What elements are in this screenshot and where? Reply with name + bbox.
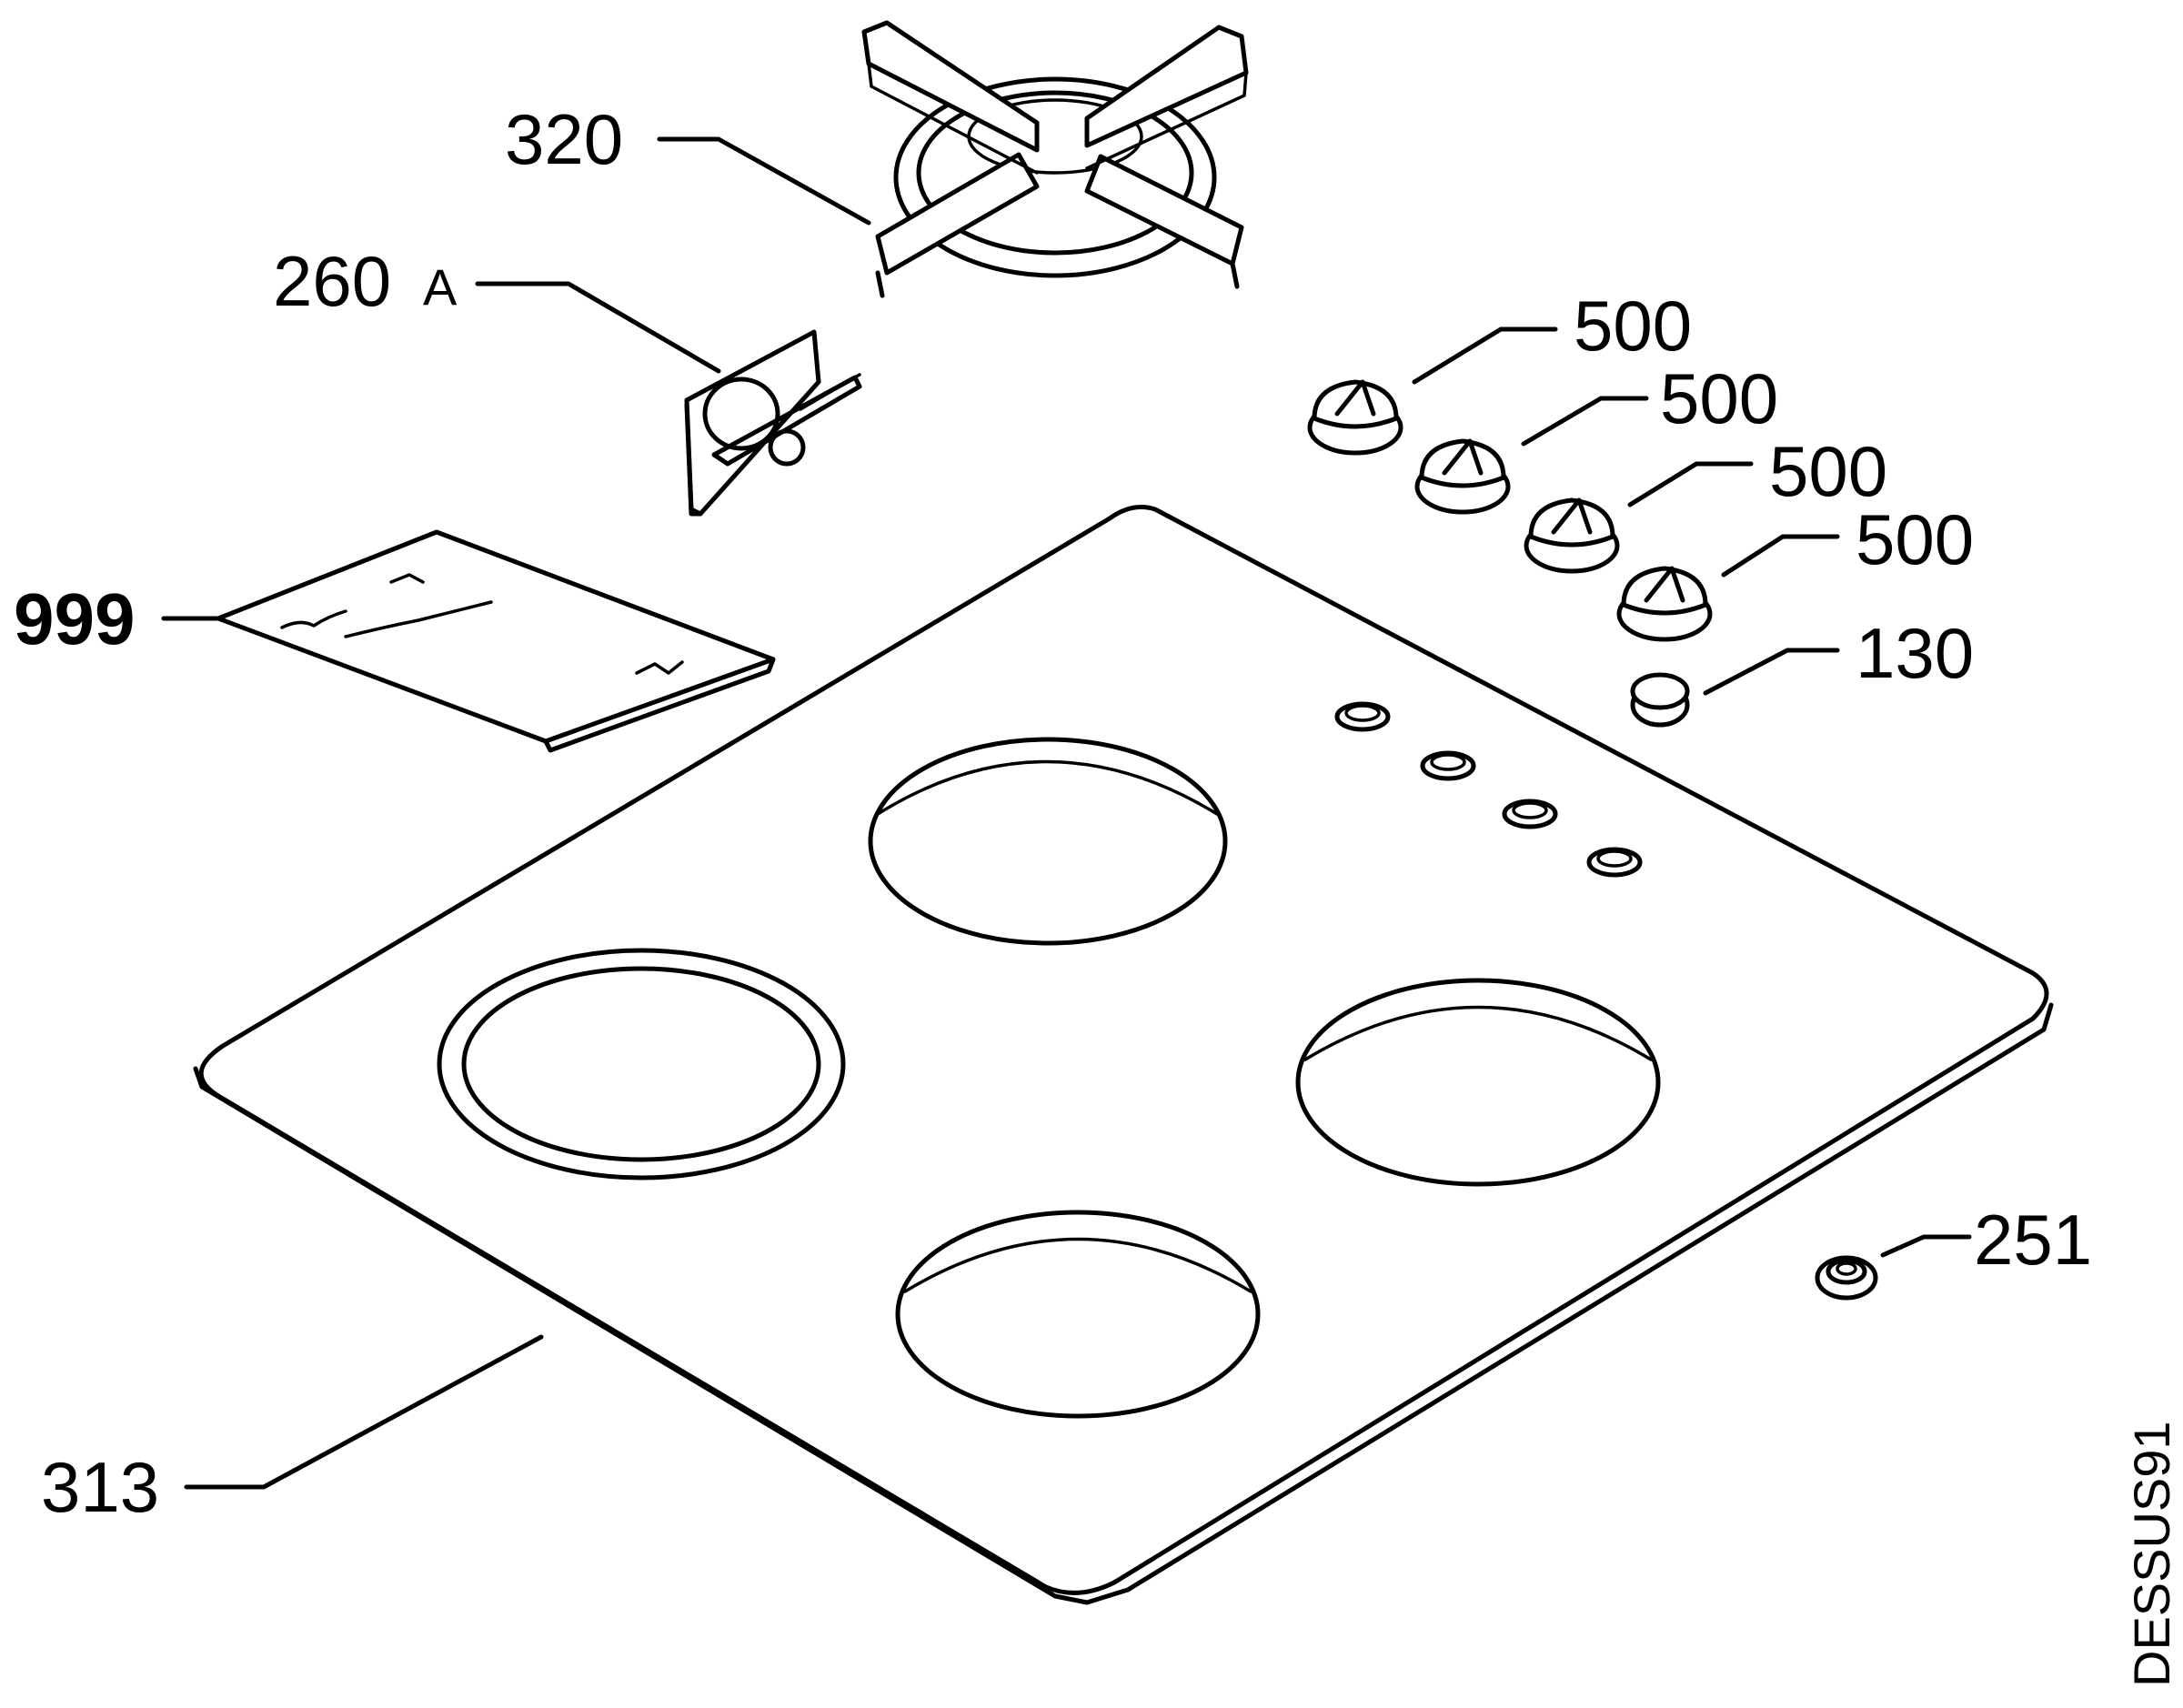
burner-hole-right bbox=[1295, 978, 1661, 1187]
bracket-260a bbox=[684, 329, 862, 517]
drawing-code: DESSUS91 bbox=[2123, 1421, 2180, 1687]
hob-plate bbox=[193, 505, 2054, 1605]
callout-320: 320 bbox=[505, 99, 623, 179]
callout-251: 251 bbox=[1974, 1200, 2092, 1280]
callout-500-3: 500 bbox=[1769, 431, 1887, 511]
leader-lines bbox=[161, 136, 1972, 1490]
burner-hole-back bbox=[868, 737, 1228, 946]
burner-hole-front bbox=[895, 1210, 1261, 1419]
callout-labels: 320 260 A 999 500 500 500 500 130 251 31… bbox=[14, 99, 2180, 1687]
hole-plug bbox=[1630, 672, 1690, 728]
instruction-manual bbox=[216, 529, 776, 753]
callout-313: 313 bbox=[41, 1447, 159, 1527]
control-knob-3 bbox=[1524, 497, 1620, 574]
callout-500-4: 500 bbox=[1856, 499, 1974, 579]
callout-500-2: 500 bbox=[1660, 358, 1778, 438]
callout-999: 999 bbox=[14, 578, 135, 659]
control-knob-4 bbox=[1616, 566, 1713, 642]
rubber-foot bbox=[1815, 1255, 1878, 1301]
pan-support-grid bbox=[861, 20, 1249, 298]
callout-260: 260 bbox=[273, 241, 391, 321]
spindle-holes bbox=[1334, 701, 1643, 878]
burner-hole-left bbox=[437, 948, 846, 1181]
control-knob-1 bbox=[1307, 379, 1403, 456]
callout-500-1: 500 bbox=[1574, 286, 1692, 366]
callout-260-suffix: A bbox=[423, 258, 458, 316]
control-knob-2 bbox=[1414, 438, 1511, 515]
callout-130: 130 bbox=[1856, 613, 1974, 693]
